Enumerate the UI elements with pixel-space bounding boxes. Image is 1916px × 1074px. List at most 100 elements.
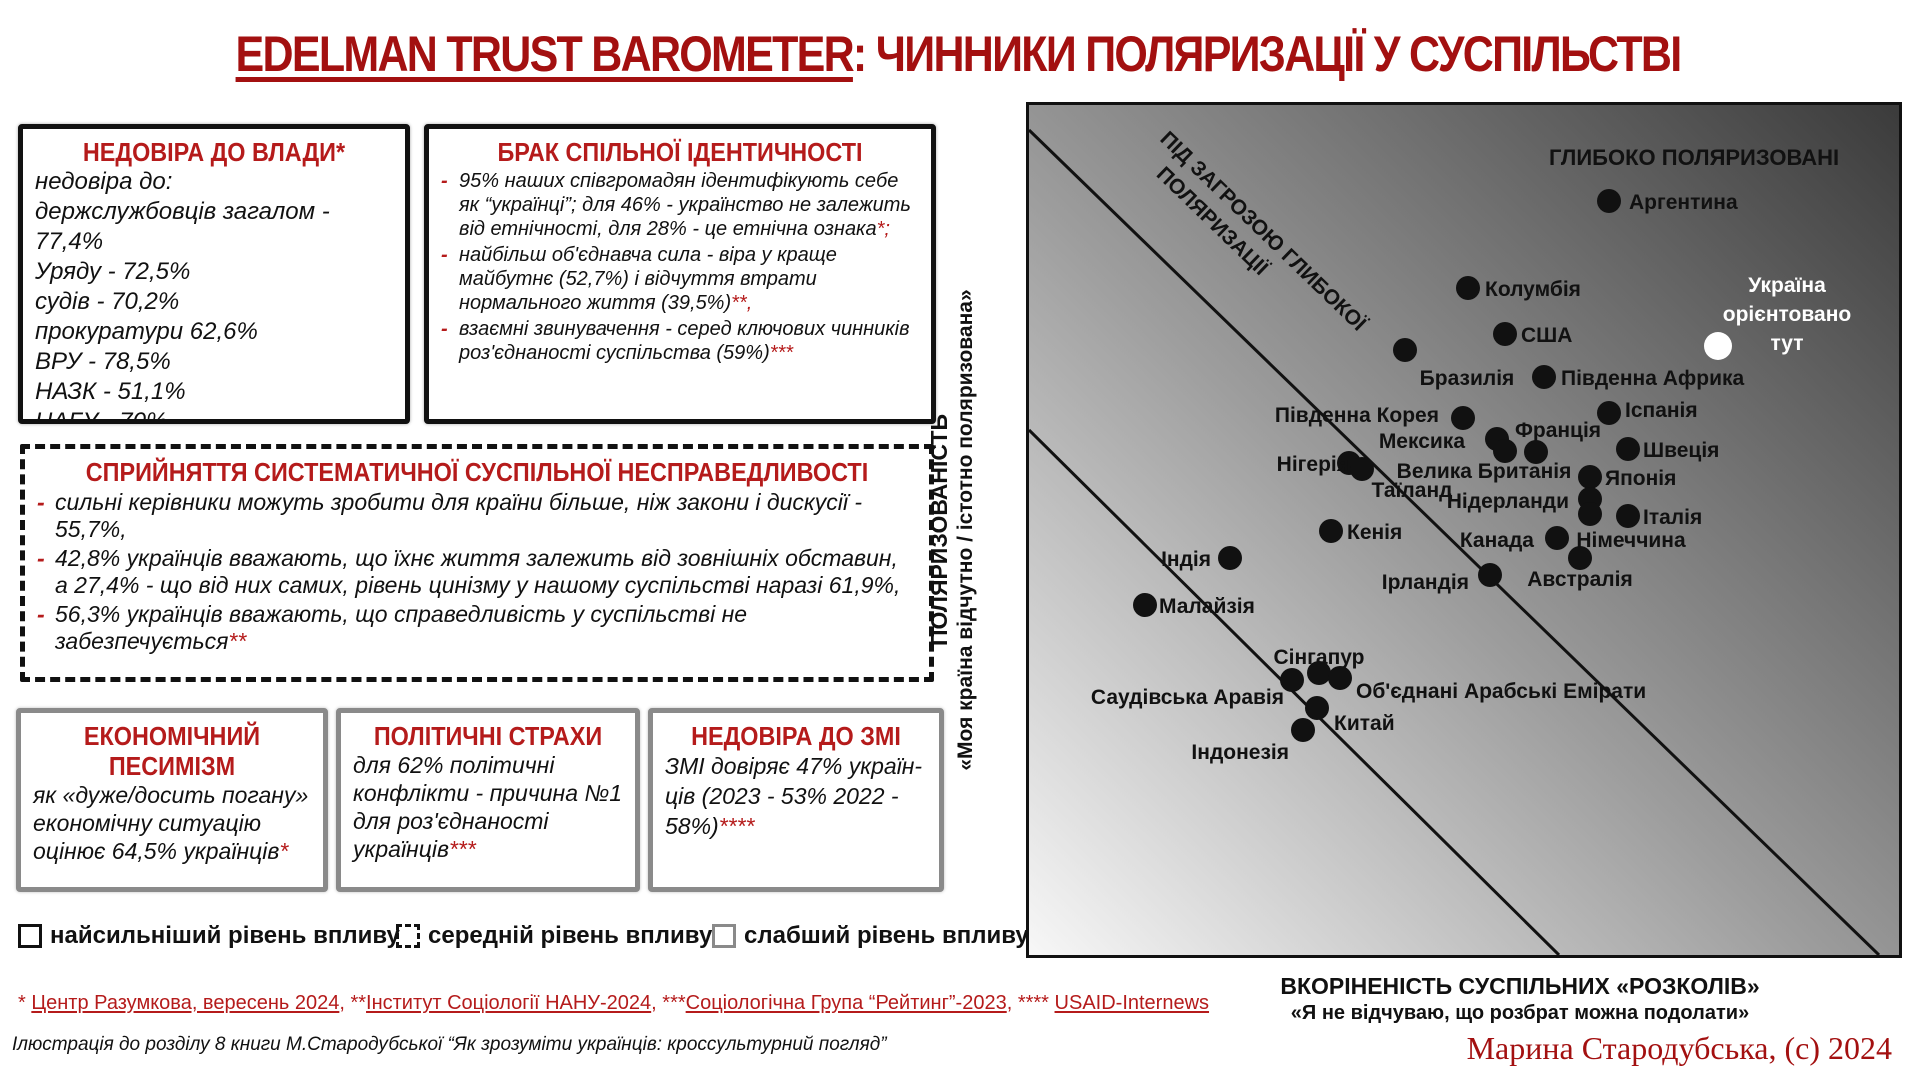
zone-label-deep: ГЛИБОКО ПОЛЯРИЗОВАНІ	[1549, 145, 1839, 170]
scatter-point	[1568, 546, 1592, 570]
economic-pessimism-heading: ЕКОНОМІЧНИЙ ПЕСИМІЗМ	[83, 721, 261, 781]
scatter-point-label: Бразилія	[1420, 367, 1515, 390]
distrust-line: недовіра до:	[35, 168, 173, 195]
distrust-line: прокуратури 62,6%	[35, 318, 258, 345]
scatter-point	[1218, 546, 1242, 570]
scatter-point-label: Південна Африка	[1561, 367, 1745, 390]
economic-pessimism-text: як «дуже/досить погану» економічну ситуа…	[33, 782, 309, 864]
distrust-line: судів - 70,2%	[35, 288, 180, 315]
media-distrust-text: ЗМІ довіряє 47% україн-ців (2023 - 53% 2…	[665, 753, 923, 839]
distrust-line: НАЗК - 51,1%	[35, 378, 186, 405]
distrust-line: Уряду - 72,5%	[35, 258, 191, 285]
scatter-point-label: Саудівська Аравія	[1091, 686, 1284, 709]
political-fears-box: ПОЛІТИЧНІ СТРАХИ для 62% політичні конфл…	[336, 708, 640, 892]
scatter-point-label: Південна Корея	[1275, 404, 1439, 427]
scatter-point	[1307, 661, 1331, 685]
legend-medium: середній рівень впливу	[396, 918, 712, 954]
list-item: 95% наших співгромадян ідентифікують себ…	[441, 169, 919, 241]
scatter-point-label: Японія	[1605, 467, 1676, 490]
scatter-point-label: Малайзія	[1159, 595, 1255, 618]
title-part-edelman: EDELMAN TRUST BAROMETER	[235, 26, 855, 82]
distrust-authorities-box: НЕДОВІРА ДО ВЛАДИ* недовіра до: держслуж…	[18, 124, 410, 424]
legend-weak: слабший рівень впливу	[712, 918, 1029, 954]
scatter-point	[1545, 526, 1569, 550]
scatter-point-label: Швеція	[1643, 439, 1719, 462]
scatter-point	[1451, 406, 1475, 430]
scatter-point-label: Мексика	[1379, 430, 1466, 453]
scatter-point	[1478, 563, 1502, 587]
scatter-point	[1597, 401, 1621, 425]
shared-identity-heading: БРАК СПІЛЬНОЇ ІДЕНТИЧНОСТІ	[497, 137, 863, 167]
illustration-caption: Ілюстрація до розділу 8 книги М.Стародуб…	[12, 1034, 887, 1055]
scatter-point-label: Таїланд	[1372, 479, 1453, 502]
political-fears-text: для 62% політичні конфлікти - причина №1…	[353, 752, 623, 862]
scatter-point-label: Велика Британія	[1397, 460, 1572, 483]
plot-background	[1029, 105, 1899, 955]
x-axis-label: ВКОРІНЕНІСТЬ СУСПІЛЬНИХ «РОЗКОЛІВ» «Я не…	[1170, 972, 1870, 1026]
scatter-point-label: Нігерія	[1277, 453, 1349, 476]
social-injustice-box: СПРИЙНЯТТЯ СИСТЕМАТИЧНОЇ СУСПІЛЬНОЇ НЕСП…	[20, 444, 934, 682]
scatter-point-label: Ірландія	[1382, 571, 1469, 594]
source-link[interactable]: Інститут Соціології НАНУ-2024	[366, 992, 652, 1014]
source-link[interactable]: Центр Разумкова, вересень 2024	[31, 992, 340, 1014]
scatter-point	[1578, 465, 1602, 489]
scatter-point	[1493, 322, 1517, 346]
political-fears-heading: ПОЛІТИЧНІ СТРАХИ	[373, 721, 603, 751]
media-distrust-box: НЕДОВІРА ДО ЗМІ ЗМІ довіряє 47% україн-ц…	[648, 708, 944, 892]
title-part-factors: : ЧИННИКИ ПОЛЯРИЗАЦІЇ У СУСПІЛЬСТВІ	[852, 26, 1682, 82]
ukraine-label-line2: орієнтовано	[1723, 303, 1851, 326]
ukraine-label-line3: тут	[1770, 332, 1803, 355]
zone-boundary-lower	[1029, 428, 1561, 955]
distrust-line: НАБУ - 70%	[35, 408, 168, 424]
scatter-point	[1350, 457, 1374, 481]
legend-weak-label: слабший рівень впливу	[744, 922, 1029, 949]
y-axis-title: ПОЛЯРИЗОВАНІСТЬ	[926, 413, 952, 647]
scatter-point	[1319, 519, 1343, 543]
social-injustice-heading: СПРИЙНЯТТЯ СИСТЕМАТИЧНОЇ СУСПІЛЬНОЇ НЕСП…	[85, 457, 869, 487]
scatter-point-label: Нідерланди	[1447, 490, 1569, 513]
scatter-point-label: Німеччина	[1576, 529, 1686, 552]
scatter-point-label: Колумбія	[1485, 278, 1581, 301]
scatter-point-label: Франція	[1515, 419, 1601, 442]
scatter-point-label: Австралія	[1527, 568, 1632, 591]
list-item: 56,3% українців вважають, що справедливі…	[37, 601, 917, 655]
ukraine-dot	[1704, 332, 1732, 360]
scatter-point-label: Індія	[1161, 548, 1211, 571]
scatter-point	[1456, 276, 1480, 300]
scatter-point-label: Китай	[1334, 712, 1395, 735]
scatter-point-label: США	[1521, 324, 1572, 347]
scatter-point-label: Кенія	[1347, 521, 1402, 544]
y-axis-subtitle: «Моя країна відчутно / істотно поляризов…	[954, 289, 977, 771]
scatter-point	[1616, 504, 1640, 528]
scatter-point	[1532, 365, 1556, 389]
zone-boundary-upper	[1029, 128, 1881, 955]
author-signature: Марина Стародубська, (с) 2024	[1466, 1030, 1892, 1066]
scatter-point-label: Іспанія	[1625, 399, 1698, 422]
list-item: найбільш об'єднавча сила - віра у краще …	[441, 243, 919, 315]
source-link[interactable]: USAID-Internews	[1054, 992, 1210, 1014]
scatter-point-label: Аргентина	[1629, 191, 1738, 214]
scatter-svg: ГЛИБОКО ПОЛЯРИЗОВАНІ ПІД ЗАГРОЗОЮ ГЛИБОК…	[1029, 105, 1899, 955]
list-item: сильні керівники можуть зробити для краї…	[37, 489, 917, 543]
scatter-point	[1328, 666, 1352, 690]
scatter-point	[1493, 439, 1517, 463]
scatter-point	[1305, 696, 1329, 720]
legend-medium-label: середній рівень впливу	[428, 922, 713, 949]
legend-strong-label: найсильніший рівень впливу	[50, 922, 400, 949]
grey-square-icon	[712, 924, 736, 948]
list-item: взаємні звинувачення - серед ключових чи…	[441, 317, 919, 365]
scatter-point	[1616, 437, 1640, 461]
scatter-point	[1597, 189, 1621, 213]
x-axis-title: ВКОРІНЕНІСТЬ СУСПІЛЬНИХ «РОЗКОЛІВ»	[1280, 973, 1760, 999]
scatter-point	[1133, 593, 1157, 617]
scatter-point	[1578, 502, 1602, 526]
ukraine-label-line1: Україна	[1748, 274, 1826, 297]
sources-line: * Центр Разумкова, вересень 2024, **Інст…	[18, 992, 1210, 1014]
ukraine-marker: Україна орієнтовано тут	[1704, 274, 1851, 360]
distrust-line: ВРУ - 78,5%	[35, 348, 171, 375]
distrust-authorities-heading: НЕДОВІРА ДО ВЛАДИ*	[82, 137, 346, 167]
solid-square-icon	[18, 924, 42, 948]
source-link[interactable]: Соціологічна Група “Рейтинг”-2023	[685, 992, 1007, 1014]
scatter-point	[1280, 668, 1304, 692]
legend-strong: найсильніший рівень впливу	[18, 918, 400, 954]
